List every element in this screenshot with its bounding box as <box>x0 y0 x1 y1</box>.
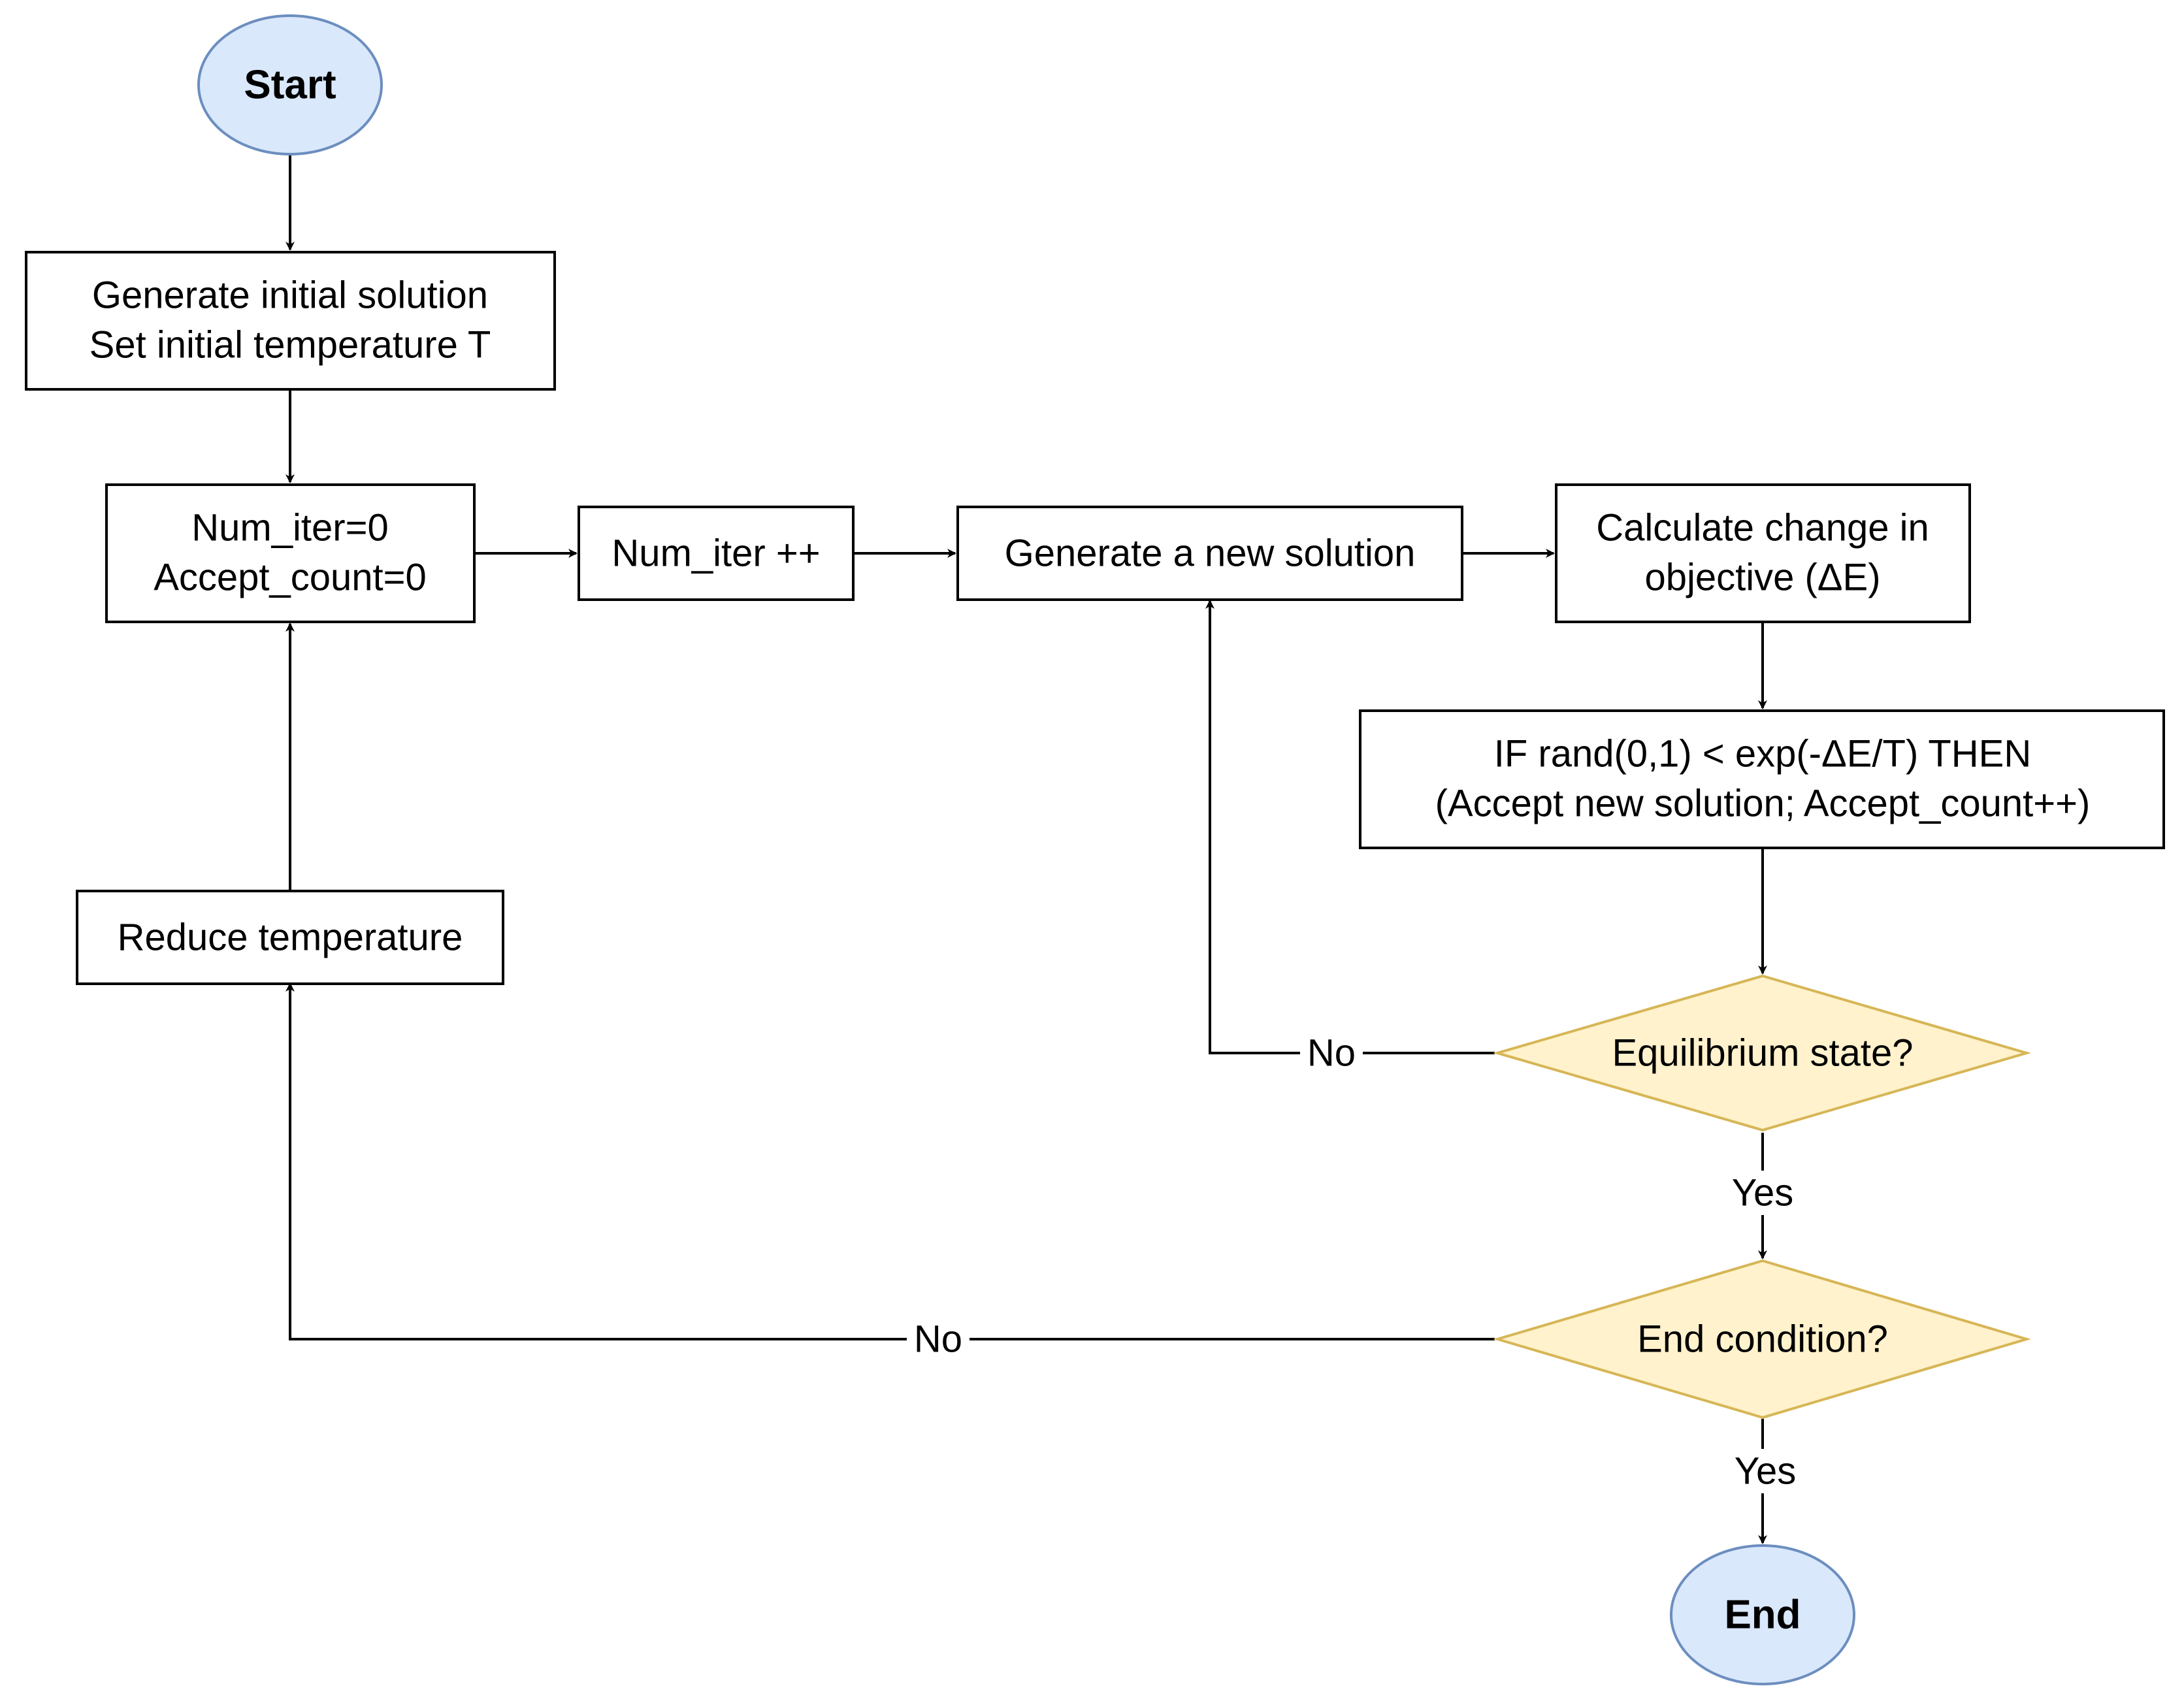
reset-counters-box: Num_iter=0 Accept_count=0 <box>105 483 476 623</box>
svg-text:Reduce temperature: Reduce temperature <box>118 916 463 959</box>
calculate-delta-box: Calculate change in objective (ΔE) <box>1555 483 1971 623</box>
svg-text:No: No <box>914 1318 962 1361</box>
svg-text:Start: Start <box>244 63 336 108</box>
svg-text:Generate a new solution: Generate a new solution <box>1005 532 1416 575</box>
svg-text:End condition?: End condition? <box>1637 1318 1888 1361</box>
svg-text:(Accept new solution; Accept_c: (Accept new solution; Accept_count++) <box>1435 783 2091 825</box>
svg-text:Num_iter ++: Num_iter ++ <box>611 532 820 575</box>
svg-text:IF rand(0,1) < exp(-ΔE/T) THEN: IF rand(0,1) < exp(-ΔE/T) THEN <box>1494 733 2031 775</box>
svg-text:Yes: Yes <box>1735 1450 1797 1493</box>
svg-text:Accept_count=0: Accept_count=0 <box>154 557 427 599</box>
svg-text:Calculate change in: Calculate change in <box>1596 507 1929 549</box>
edge-equilibrium-no <box>1205 600 1495 1054</box>
svg-text:Equilibrium state?: Equilibrium state? <box>1612 1032 1914 1075</box>
edge-end-condition-no <box>285 982 1495 1340</box>
equilibrium-decision: Equilibrium state? <box>1492 974 2032 1132</box>
svg-text:Num_iter=0: Num_iter=0 <box>191 507 388 549</box>
svg-text:No: No <box>1307 1032 1356 1075</box>
increment-iter-box: Num_iter ++ <box>578 506 855 601</box>
reduce-temperature-box: Reduce temperature <box>76 890 504 985</box>
end-condition-decision: End condition? <box>1492 1259 2032 1419</box>
svg-text:Generate initial solution: Generate initial solution <box>92 274 488 317</box>
svg-text:Yes: Yes <box>1732 1172 1794 1214</box>
edge-label-end-condition-yes: Yes <box>1721 1449 1810 1493</box>
start-terminal: Start <box>197 14 383 155</box>
init-process-box: Generate initial solution Set initial te… <box>25 251 556 391</box>
svg-text:objective (ΔE): objective (ΔE) <box>1644 557 1880 599</box>
generate-solution-box: Generate a new solution <box>956 506 1463 601</box>
end-terminal: End <box>1670 1544 1855 1685</box>
edge-label-equilibrium-yes: Yes <box>1718 1171 1807 1215</box>
edge-label-end-condition-no: No <box>907 1317 970 1361</box>
edge-label-equilibrium-no: No <box>1300 1031 1363 1075</box>
acceptance-rule-box: IF rand(0,1) < exp(-ΔE/T) THEN (Accept n… <box>1359 709 2165 849</box>
svg-text:End: End <box>1724 1593 1801 1638</box>
svg-text:Set initial temperature T: Set initial temperature T <box>90 324 491 366</box>
